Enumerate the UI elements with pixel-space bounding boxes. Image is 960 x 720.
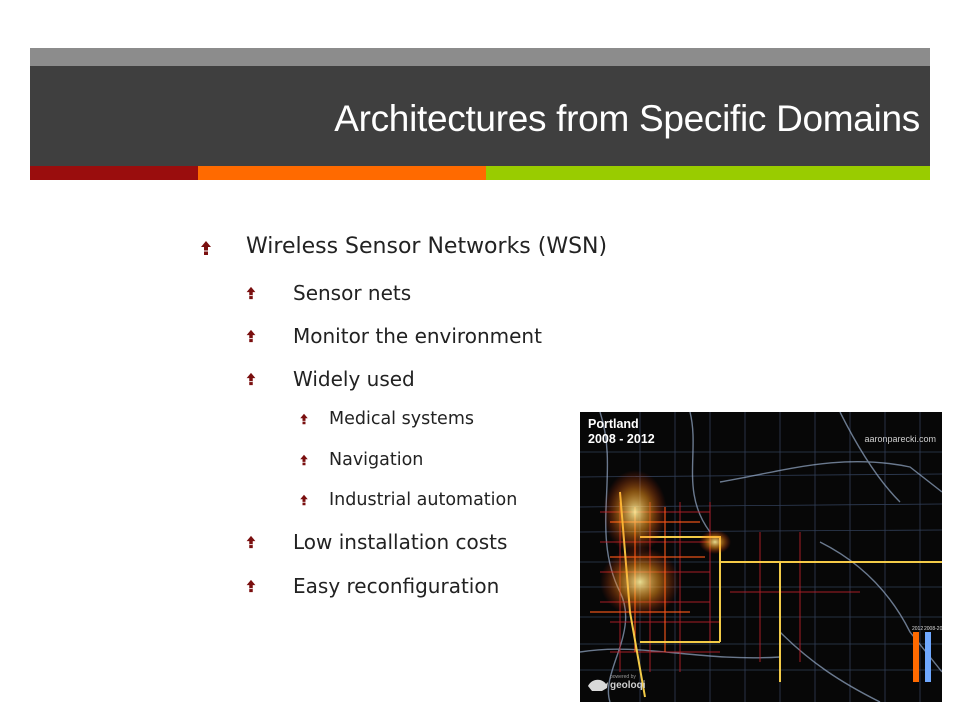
bullet-text: Low installation costs (293, 530, 508, 554)
title-bar: Architectures from Specific Domains (30, 66, 930, 166)
bullet-text: Navigation (329, 450, 424, 470)
bullet-text: Widely used (293, 367, 415, 391)
legend-left-label: 2012 (912, 626, 923, 632)
bullet-arrow-icon (201, 241, 211, 255)
bullet-text: Medical systems (329, 409, 474, 429)
bullet-text: Industrial automation (329, 490, 518, 510)
map-brand: geoloqi (610, 680, 646, 691)
bullet-arrow-icon (246, 535, 256, 549)
map-credit: aaronparecki.com (864, 434, 936, 444)
bullet-arrow-icon (300, 494, 308, 506)
map-title-line1: Portland (588, 417, 639, 431)
slide-title: Architectures from Specific Domains (334, 98, 920, 139)
bullet-arrow-icon (246, 372, 256, 386)
bullet-text: Easy reconfiguration (293, 574, 500, 598)
bullet-text: Wireless Sensor Networks (WSN) (246, 234, 608, 259)
accent-bar-green (486, 166, 930, 180)
map-traces: 2012 2008-2009 (580, 412, 942, 702)
map-powered-by: powered by (610, 674, 636, 680)
title-top-strip (30, 48, 930, 66)
bullet-text: Monitor the environment (293, 324, 542, 348)
bullet-arrow-icon (300, 413, 308, 425)
map-title: Portland 2008 - 2012 (588, 417, 655, 447)
bullet-arrow-icon (300, 454, 308, 466)
accent-bar-orange (198, 166, 486, 180)
geoloqi-logo-icon (588, 679, 608, 691)
bullet-arrow-icon (246, 579, 256, 593)
bullet-arrow-icon (246, 286, 256, 300)
portland-gps-map-image: 2012 2008-2009 Portland 2008 - 2012 aaro… (580, 412, 942, 702)
accent-bar-red (30, 166, 198, 180)
bullet-text: Sensor nets (293, 281, 412, 305)
bullet-arrow-icon (246, 329, 256, 343)
map-title-line2: 2008 - 2012 (588, 432, 655, 446)
legend-right-label: 2008-2009 (924, 626, 942, 632)
